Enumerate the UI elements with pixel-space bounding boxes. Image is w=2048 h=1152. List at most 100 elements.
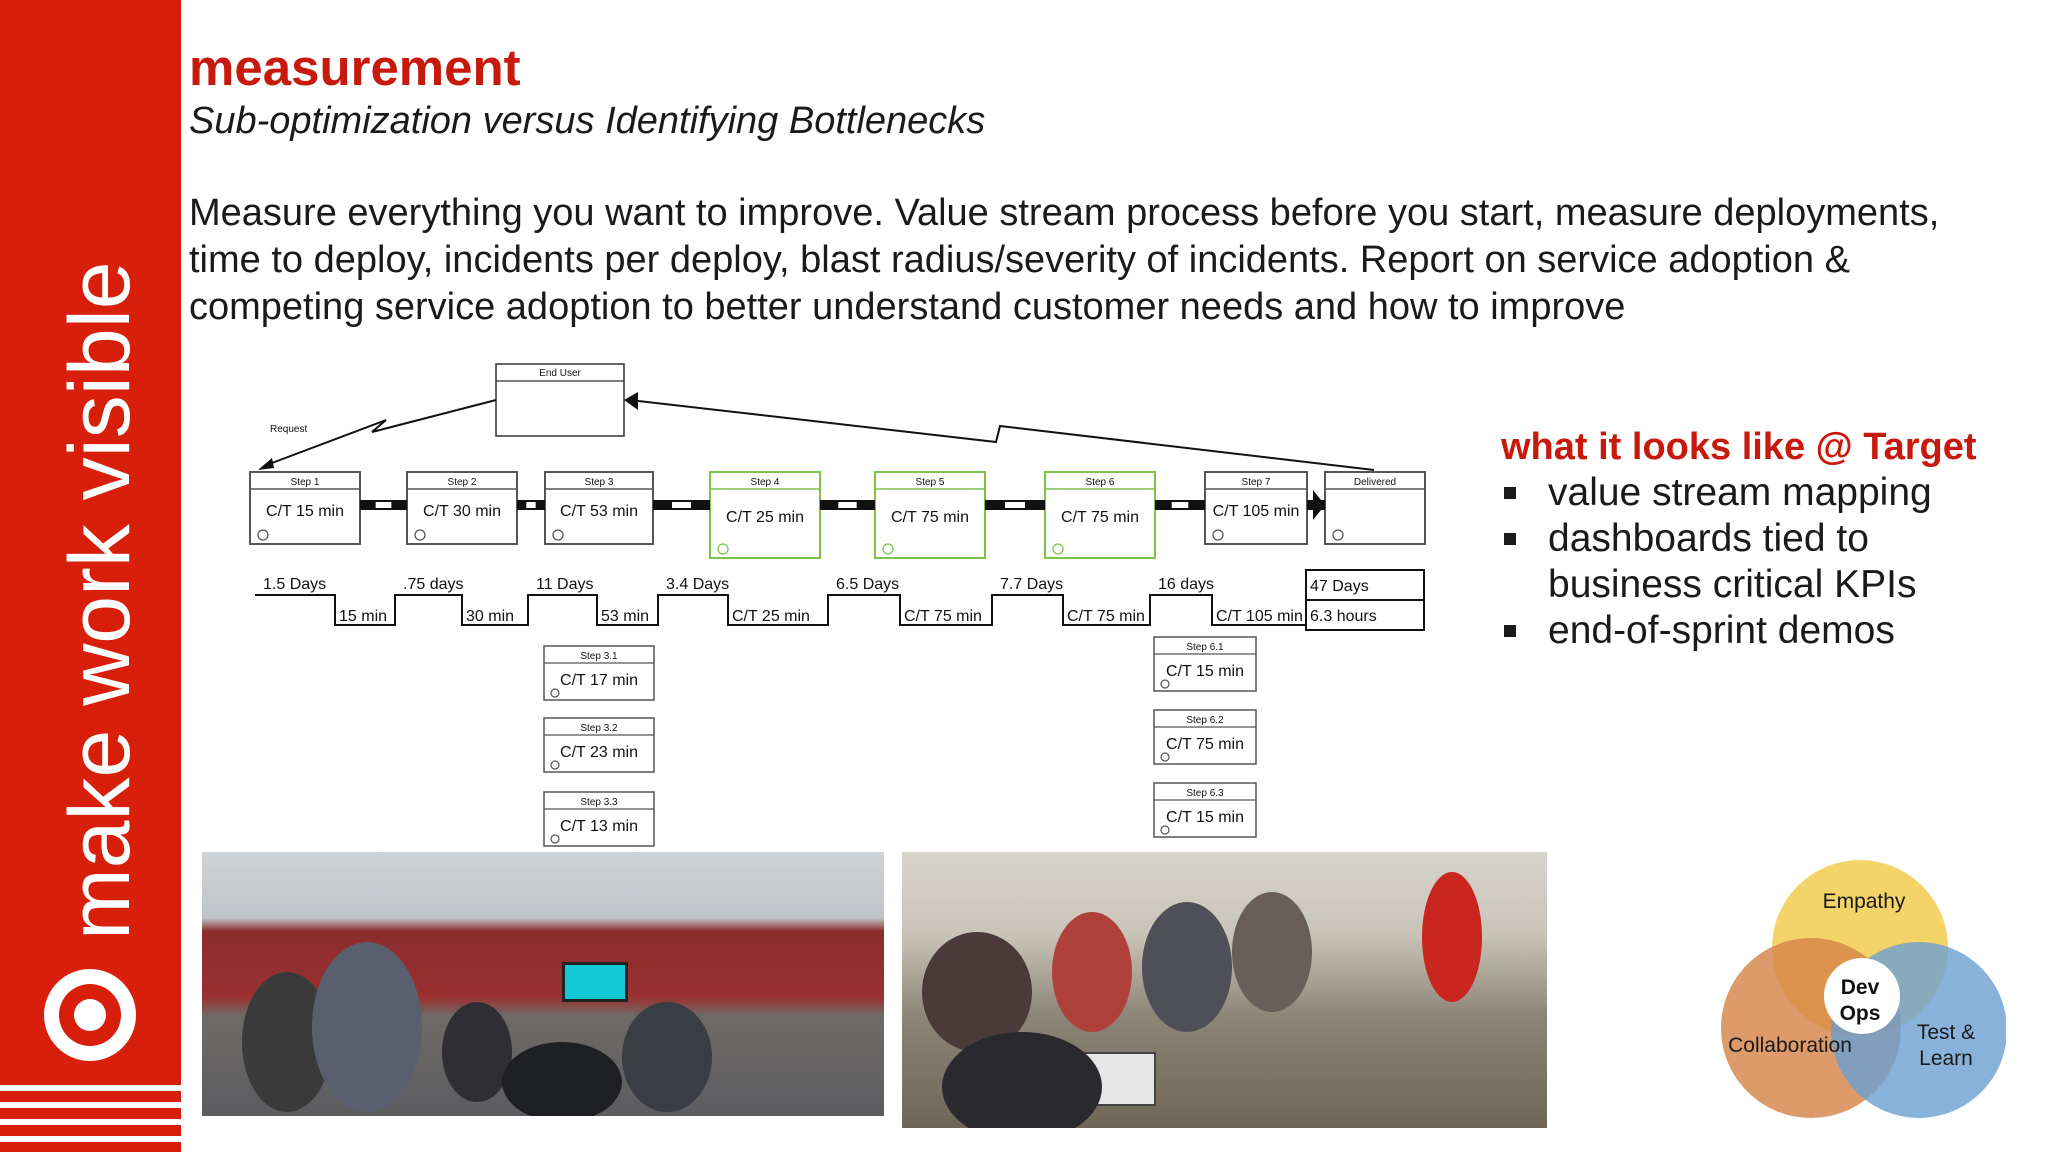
operator-icon [550, 760, 560, 770]
bullet-item: end-of-sprint demos [1500, 608, 2020, 654]
operator-icon [1160, 679, 1170, 689]
target-heading: what it looks like @ Target [1501, 426, 1977, 468]
step-box [406, 471, 518, 545]
operator-icon [414, 529, 426, 541]
operator-icon [882, 543, 894, 555]
operator-icon [1160, 825, 1170, 835]
step-cycle-time: C/T 53 min [560, 503, 638, 520]
total-lead-time: 47 Days [1310, 578, 1369, 595]
bullet-item: value stream mapping [1500, 470, 2020, 516]
process-time-label: C/T 75 min [904, 608, 982, 625]
sub-step-box [1153, 709, 1257, 765]
end-user-label: End User [539, 368, 581, 379]
sub-step-box [543, 645, 655, 701]
team-meeting-photo-2 [902, 852, 1547, 1128]
step-title: Step 3 [585, 477, 614, 488]
wait-time-label: 1.5 Days [263, 576, 326, 593]
operator-icon [257, 529, 269, 541]
venn-label-empathy: Empathy [1823, 890, 1906, 913]
sub-step-box [543, 717, 655, 773]
team-meeting-photo-1 [202, 852, 884, 1116]
wait-time-label: 7.7 Days [1000, 576, 1063, 593]
push-arrows [360, 490, 1325, 520]
page-title: measurement [189, 39, 521, 96]
venn-circles: Empathy Collaboration Test &Learn Dev Op… [1721, 860, 2007, 1118]
wait-time-label: 3.4 Days [666, 576, 729, 593]
wait-time-label: .75 days [403, 576, 463, 593]
wait-time-label: 6.5 Days [836, 576, 899, 593]
bullet-text: value stream mapping [1548, 471, 1932, 514]
wait-time-label: 11 Days [536, 576, 594, 593]
page-subtitle: Sub-optimization versus Identifying Bott… [189, 100, 986, 142]
sub-step-title: Step 6.2 [1186, 715, 1224, 726]
step-cycle-time: C/T 75 min [1061, 509, 1139, 526]
operator-icon [550, 688, 560, 698]
bullet-square-icon [1504, 487, 1516, 499]
step-title: Step 2 [448, 477, 477, 488]
step-cycle-time: C/T 75 min [891, 509, 969, 526]
step-box [544, 471, 654, 545]
stripe [0, 1085, 181, 1091]
process-time-label: 53 min [601, 608, 649, 625]
sub-step-box [543, 791, 655, 847]
process-time-label: 15 min [339, 608, 387, 625]
step-cycle-time: C/T 15 min [266, 503, 344, 520]
bullet-text: dashboards tied to business critical KPI… [1548, 517, 1917, 606]
body-paragraph: Measure everything you want to improve. … [189, 192, 1940, 328]
operator-icon [717, 543, 729, 555]
wait-time-label: 16 days [1158, 576, 1214, 593]
bullet-text: end-of-sprint demos [1548, 609, 1895, 652]
step-title: Step 7 [1242, 477, 1271, 488]
venn-center [1824, 958, 1900, 1034]
process-time-label: C/T 75 min [1067, 608, 1145, 625]
step-title: Delivered [1354, 477, 1396, 488]
sub-step-cycle-time: C/T 75 min [1166, 736, 1244, 753]
timeline: 1.5 Days .75 days 11 Days 3.4 Days 6.5 Days 7… [255, 576, 1307, 626]
target-logo-icon [44, 969, 136, 1061]
process-time-label: C/T 105 min [1216, 608, 1303, 625]
sub-step-box [1153, 636, 1257, 692]
step-title: Step 4 [751, 477, 780, 488]
step-cycle-time: C/T 105 min [1213, 503, 1300, 520]
stripe [0, 1136, 181, 1142]
venn-center-ops: Ops [1840, 1002, 1881, 1025]
sub-step-title: Step 3.3 [580, 797, 618, 808]
operator-icon [1160, 752, 1170, 762]
venn-label-test-learn: Test &Learn [1917, 1021, 1975, 1070]
step-box [249, 471, 361, 545]
step-box [709, 471, 821, 559]
process-time-label: C/T 25 min [732, 608, 810, 625]
sub-step-cycle-time: C/T 13 min [560, 818, 638, 835]
step-title: Step 6 [1086, 477, 1115, 488]
sub-step-cycle-time: C/T 17 min [560, 672, 638, 689]
process-time-label: 30 min [466, 608, 514, 625]
sub-step-cycle-time: C/T 23 min [560, 744, 638, 761]
step-title: Step 1 [291, 477, 320, 488]
value-stream-map: End User Request Step 1 C/T 15 min Step 2 C… [249, 363, 1426, 847]
step-cycle-time: C/T 25 min [726, 509, 804, 526]
step-box [1044, 471, 1156, 559]
sub-step-box [1153, 782, 1257, 838]
sub-step-title: Step 6.1 [1186, 642, 1224, 653]
venn-label-collaboration: Collaboration [1728, 1034, 1852, 1057]
bullet-item: dashboards tied to business critical KPI… [1500, 516, 2020, 608]
stripe [0, 1102, 181, 1108]
stripe [0, 1119, 181, 1125]
operator-icon [1332, 529, 1344, 541]
timeline-ladder [255, 594, 1307, 626]
bullet-square-icon [1504, 533, 1516, 545]
target-bullet-list: value stream mapping dashboards tied to … [1500, 470, 2020, 654]
request-label: Request [270, 424, 307, 435]
sub-step-title: Step 3.1 [580, 651, 618, 662]
total-process-time: 6.3 hours [1310, 608, 1377, 625]
operator-icon [550, 834, 560, 844]
venn-center-dev: Dev [1841, 976, 1880, 999]
step-cycle-time: C/T 30 min [423, 503, 501, 520]
step-box [874, 471, 986, 559]
sub-step-title: Step 3.2 [580, 723, 618, 734]
operator-icon [1052, 543, 1064, 555]
devops-venn-diagram: Empathy Collaboration Test &Learn Dev Op… [1716, 858, 2007, 1123]
bullet-square-icon [1504, 625, 1516, 637]
step-title: Step 5 [916, 477, 945, 488]
